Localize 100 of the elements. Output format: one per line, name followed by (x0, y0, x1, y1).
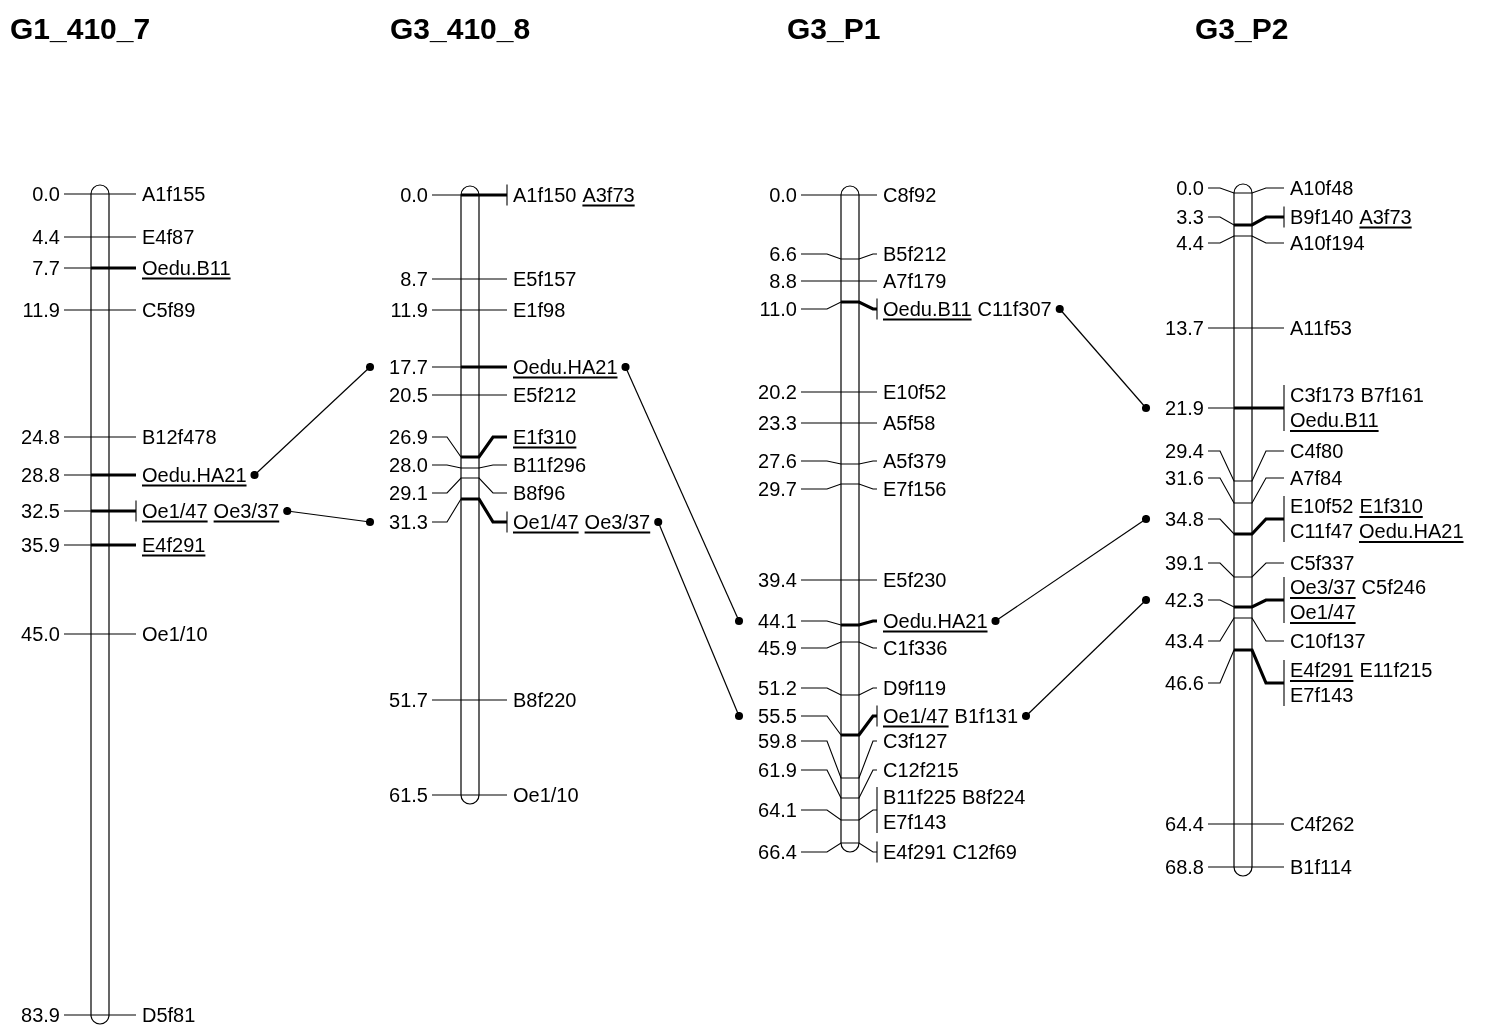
map-position: 45.0 (20, 621, 60, 647)
map-position: 0.0 (31, 181, 60, 207)
marker-name: C11f307 (977, 296, 1052, 322)
map-position: 55.5 (757, 703, 797, 729)
map-position: 34.8 (1164, 506, 1204, 532)
map-position: 0.0 (768, 182, 797, 208)
marker-name: Oe1/10 (142, 621, 208, 647)
marker-name: D5f81 (142, 1002, 196, 1028)
marker-name: Oedu.HA21 (883, 608, 988, 634)
map-position: 23.3 (757, 410, 797, 436)
marker-name: E10f52 (1290, 494, 1354, 519)
marker-name: E11f215 (1359, 658, 1433, 683)
marker-name: B7f161 (1360, 383, 1424, 408)
marker-name: A5f379 (883, 448, 947, 474)
marker-name: Oedu.HA21 (142, 462, 247, 488)
map-position: 6.6 (768, 241, 797, 267)
map-position: 61.9 (757, 757, 797, 783)
map-position: 31.3 (388, 509, 428, 535)
marker-name: Oe1/47 (513, 509, 579, 535)
connector-line (621, 362, 744, 626)
marker-name: C11f47 (1290, 519, 1353, 544)
marker-name: C5f89 (142, 297, 196, 323)
marker-name: Oe3/37 (213, 498, 280, 524)
map-position: 31.6 (1164, 465, 1204, 491)
map-position: 7.7 (31, 255, 60, 281)
marker-name: A10f48 (1290, 175, 1354, 201)
marker-name: B9f140 (1290, 204, 1354, 230)
map-position: 0.0 (399, 182, 428, 208)
map-position: 26.9 (388, 424, 428, 450)
marker-name: C8f92 (883, 182, 937, 208)
marker-name: E5f212 (513, 382, 577, 408)
connector-line (1021, 595, 1151, 721)
map-position: 68.8 (1164, 854, 1204, 880)
map-position: 27.6 (757, 448, 797, 474)
map-position: 66.4 (757, 839, 797, 865)
marker-name: A11f53 (1290, 315, 1352, 341)
map-position: 11.9 (389, 297, 428, 323)
marker-name: Oe1/47 (1290, 600, 1356, 625)
map-position: 8.7 (399, 266, 428, 292)
marker-name: C3f127 (883, 728, 948, 754)
map-position: 8.8 (768, 268, 797, 294)
map-title: G3_P2 (1195, 12, 1289, 46)
marker-name: Oedu.HA21 (513, 354, 618, 380)
marker-name: A1f155 (142, 181, 206, 207)
marker-name: C5f246 (1361, 575, 1427, 600)
map-position: 43.4 (1164, 628, 1204, 654)
map-position: 64.4 (1164, 811, 1204, 837)
marker-name: B11f225 (883, 785, 957, 810)
marker-name: Oedu.B11 (883, 296, 972, 322)
marker-name: B8f96 (513, 480, 566, 506)
marker-name: Oe1/10 (513, 782, 579, 808)
marker-name: Oe1/47 (142, 498, 208, 524)
marker-name: B8f224 (962, 785, 1026, 810)
connector-line (991, 514, 1151, 626)
marker-name: Oe3/37 (1290, 575, 1356, 600)
marker-name: A7f84 (1290, 465, 1343, 491)
map-title: G3_P1 (787, 12, 881, 46)
marker-name: C10f137 (1290, 628, 1366, 654)
marker-name: Oedu.B11 (142, 255, 231, 281)
marker-name: E10f52 (883, 379, 947, 405)
marker-name: E1f98 (513, 297, 566, 323)
marker-name: A1f150 (513, 182, 577, 208)
map-position: 17.7 (388, 354, 428, 380)
marker-name: C12f215 (883, 757, 959, 783)
marker-name: E7f143 (883, 810, 947, 835)
map-position: 83.9 (20, 1002, 60, 1028)
marker-name: C12f69 (952, 839, 1017, 865)
map-position: 20.5 (388, 382, 428, 408)
marker-name: E4f291 (883, 839, 947, 865)
map-position: 20.2 (757, 379, 797, 405)
map-position: 39.1 (1164, 550, 1204, 576)
marker-name: C4f262 (1290, 811, 1355, 837)
marker-name: A7f179 (883, 268, 947, 294)
connector-line (654, 517, 744, 721)
marker-name: C1f336 (883, 635, 948, 661)
marker-name: E7f143 (1290, 683, 1354, 708)
connector-line (283, 506, 375, 527)
marker-name: E1f310 (1359, 494, 1423, 519)
marker-name: A5f58 (883, 410, 936, 436)
map-position: 13.7 (1164, 315, 1204, 341)
map-position: 51.7 (388, 687, 428, 713)
map-position: 59.8 (757, 728, 797, 754)
map-position: 0.0 (1175, 175, 1204, 201)
marker-name: Oedu.B11 (1290, 408, 1379, 433)
marker-name: D9f119 (883, 675, 946, 701)
map-position: 28.0 (388, 452, 428, 478)
map-position: 32.5 (20, 498, 60, 524)
marker-name: Oe1/47 (883, 703, 949, 729)
marker-name: E4f291 (1290, 658, 1354, 683)
marker-name: E4f87 (142, 224, 195, 250)
map-position: 3.3 (1175, 204, 1204, 230)
marker-name: A10f194 (1290, 230, 1365, 256)
map-position: 46.6 (1164, 670, 1204, 696)
marker-name: E7f156 (883, 476, 947, 502)
map-position: 29.1 (388, 480, 428, 506)
map-position: 64.1 (757, 797, 797, 823)
marker-name: E1f310 (513, 424, 577, 450)
map-position: 39.4 (757, 567, 797, 593)
marker-name: B11f296 (513, 452, 587, 478)
map-position: 24.8 (20, 424, 60, 450)
